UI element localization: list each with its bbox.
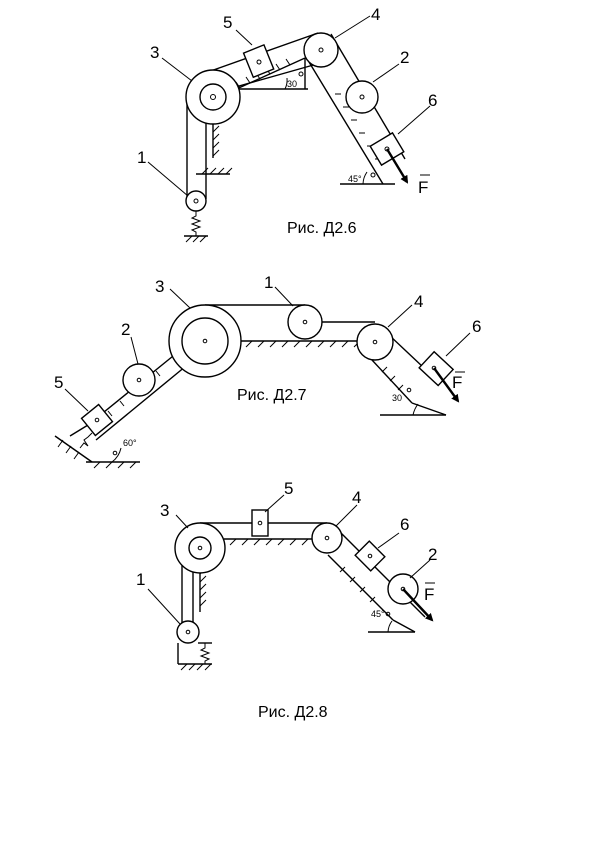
roller-2 bbox=[122, 363, 156, 397]
label-1: 1 bbox=[264, 273, 273, 292]
figure-d2-7: 3 1 4 6 2 5 30 60° F Рис. Д2.7 bbox=[54, 273, 481, 469]
pulley-4 bbox=[311, 522, 343, 554]
caption-d2-8: Рис. Д2.8 bbox=[258, 704, 328, 721]
label-6: 6 bbox=[400, 515, 409, 534]
pulley-1 bbox=[184, 190, 208, 243]
pulley-4 bbox=[356, 323, 394, 361]
wheel-3 bbox=[168, 304, 242, 378]
label-2: 2 bbox=[428, 545, 437, 564]
force-label: F bbox=[424, 585, 434, 604]
force-label: F bbox=[452, 373, 462, 392]
pulley-1 bbox=[176, 620, 212, 671]
label-4: 4 bbox=[371, 5, 380, 24]
angle-30: 30 bbox=[392, 393, 402, 403]
caption-d2-6: Рис. Д2.6 bbox=[287, 220, 357, 237]
caption-d2-7: Рис. Д2.7 bbox=[237, 387, 307, 404]
label-3: 3 bbox=[155, 277, 164, 296]
label-2: 2 bbox=[400, 48, 409, 67]
pulley-4 bbox=[303, 32, 339, 68]
pulley-1 bbox=[287, 304, 323, 340]
label-3: 3 bbox=[160, 501, 169, 520]
block-5 bbox=[242, 43, 275, 79]
label-2: 2 bbox=[121, 320, 130, 339]
block-5 bbox=[80, 403, 114, 437]
figure-d2-8: 3 5 4 6 2 1 45° F Рис. Д2.8 bbox=[136, 479, 437, 721]
spring-5 bbox=[79, 432, 93, 449]
label-1: 1 bbox=[137, 148, 146, 167]
angle-60: 60° bbox=[123, 438, 137, 448]
angle-30: 30 bbox=[287, 79, 297, 89]
label-5: 5 bbox=[54, 373, 63, 392]
label-3: 3 bbox=[150, 43, 159, 62]
force-label: F bbox=[418, 178, 428, 197]
block-6 bbox=[354, 540, 386, 572]
label-5: 5 bbox=[284, 479, 293, 498]
incline-30 bbox=[229, 57, 306, 93]
force-arrow bbox=[385, 148, 409, 184]
label-6: 6 bbox=[428, 91, 437, 110]
label-1: 1 bbox=[136, 570, 145, 589]
label-5: 5 bbox=[223, 13, 232, 32]
wheel-3 bbox=[174, 522, 226, 574]
ceiling-support-1 bbox=[196, 167, 233, 175]
angle-45: 45° bbox=[348, 174, 362, 184]
label-4: 4 bbox=[414, 292, 423, 311]
label-4: 4 bbox=[352, 488, 361, 507]
force-arrow bbox=[402, 588, 434, 622]
block-6 bbox=[418, 350, 455, 387]
wheel-3 bbox=[185, 69, 241, 125]
figure-d2-6: 3 5 4 2 6 1 30 45° F Рис. Д2.6 bbox=[137, 5, 437, 243]
roller-2 bbox=[345, 80, 379, 114]
angle-45: 45° bbox=[371, 609, 385, 619]
block-5 bbox=[251, 509, 269, 537]
label-6: 6 bbox=[472, 317, 481, 336]
force-arrow bbox=[433, 367, 460, 403]
incline-45 bbox=[339, 531, 426, 618]
